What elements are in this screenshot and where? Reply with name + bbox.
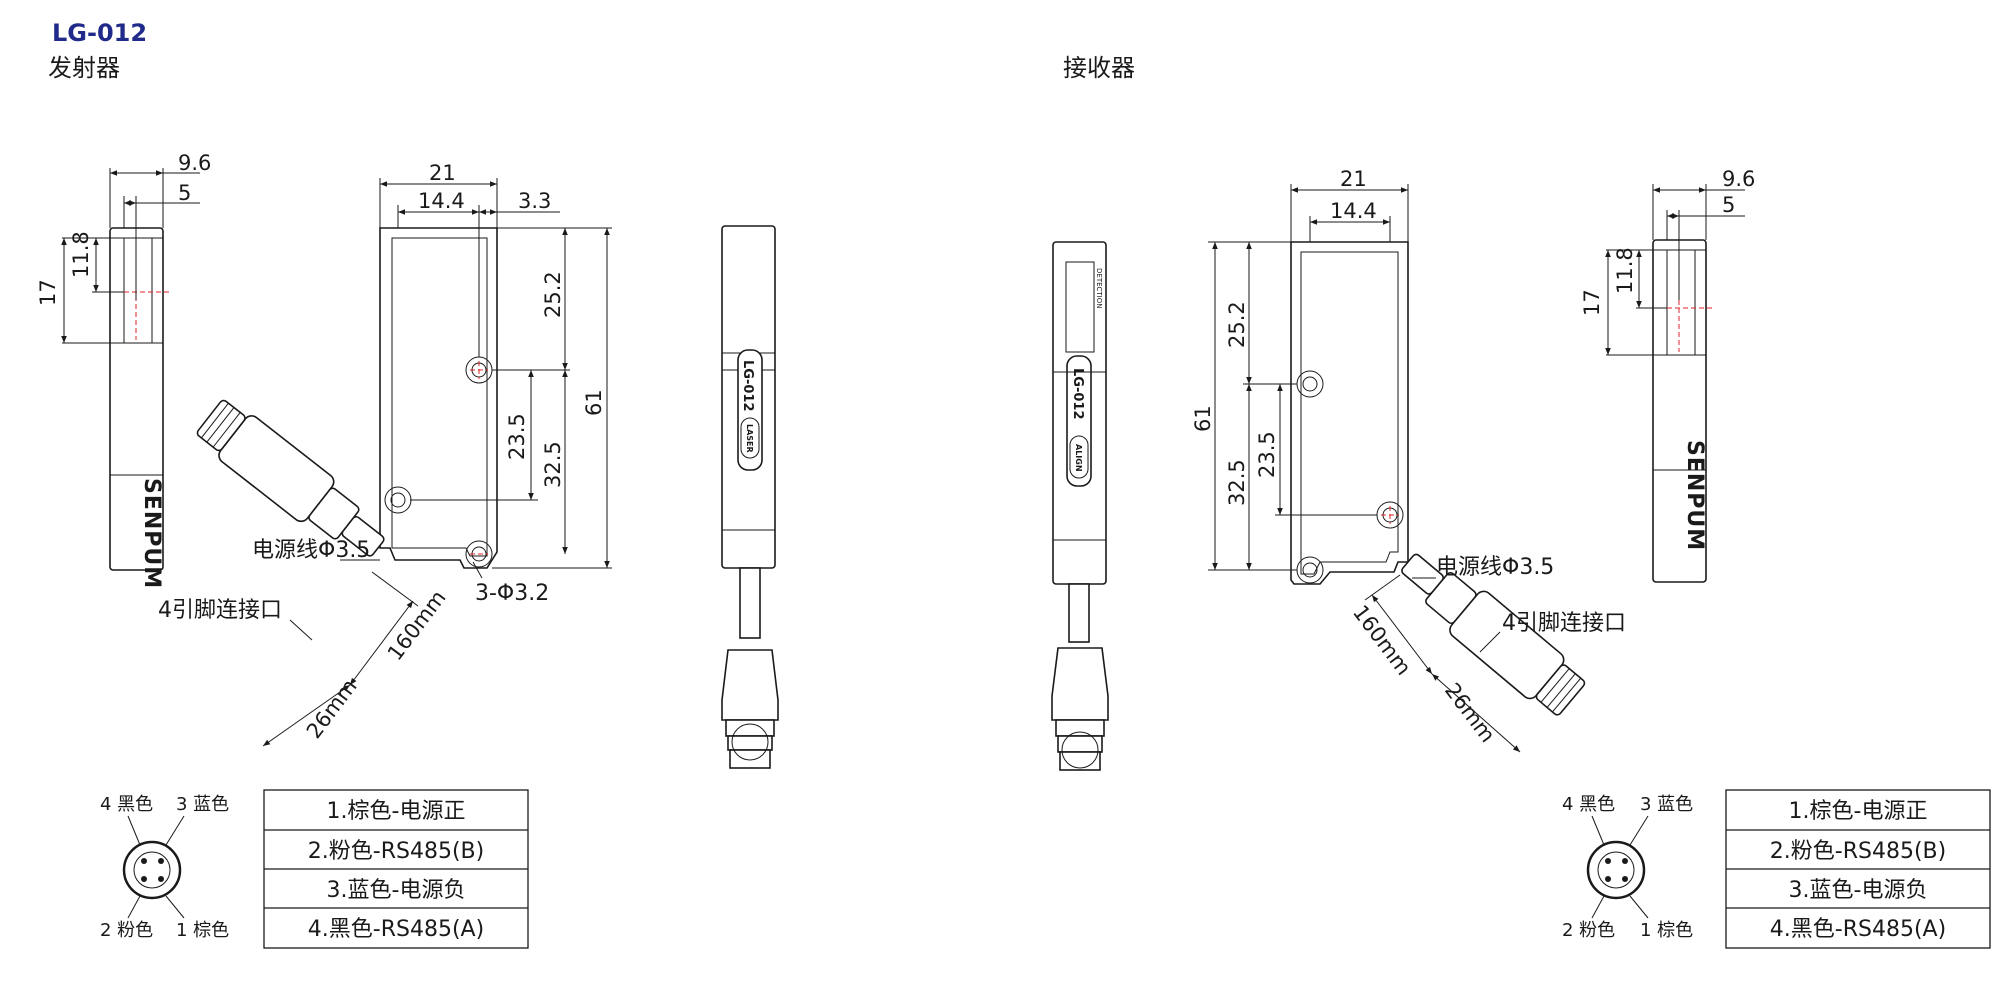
emitter-label: 发射器 bbox=[48, 54, 120, 82]
dim-side-offset: 5 bbox=[178, 181, 191, 205]
receiver-pin2-label: 2 粉色 bbox=[1562, 920, 1615, 941]
receiver-edge-view: DETECTION LG-012 ALIGN bbox=[1051, 241, 1109, 771]
dim-connector-length: 26mm bbox=[302, 675, 362, 743]
receiver-pinout: 4 黑色 3 蓝色 2 粉色 1 棕色 bbox=[1562, 794, 1693, 941]
receiver-wiring-row-1: 1.棕色-电源正 bbox=[1789, 799, 1928, 824]
pin2-label: 2 粉色 bbox=[100, 920, 153, 941]
receiver-pin3-label: 3 蓝色 bbox=[1640, 794, 1693, 815]
receiver-wiring-table: 1.棕色-电源正 2.粉色-RS485(B) 3.蓝色-电源负 4.黑色-RS4… bbox=[1725, 789, 1991, 949]
emitter-wiring-table: 1.棕色-电源正 2.粉色-RS485(B) 3.蓝色-电源负 4.黑色-RS4… bbox=[263, 789, 529, 949]
receiver-dim-side-offset: 5 bbox=[1722, 193, 1735, 217]
receiver-callout-power-cable: 电源线Φ3.5 bbox=[1436, 555, 1554, 580]
dim-cable-length: 160mm bbox=[383, 586, 451, 665]
emitter-pinout: 4 黑色 3 蓝色 2 粉色 1 棕色 bbox=[100, 794, 229, 941]
model-title: LG-012 bbox=[52, 19, 147, 47]
receiver-pin4-label: 4 黑色 bbox=[1562, 794, 1615, 815]
receiver-pin1-label: 1 棕色 bbox=[1640, 920, 1693, 941]
receiver-dim-total: 61 bbox=[1191, 405, 1215, 432]
dim-side-height: 17 bbox=[36, 279, 60, 306]
receiver-front-view: 21 14.4 25.2 23.5 32.5 61 电源线Φ3.5 4引脚连接口 bbox=[1191, 167, 1626, 753]
receiver-dim-bottom: 32.5 bbox=[1225, 459, 1249, 506]
receiver-dim-side-height: 17 bbox=[1580, 289, 1604, 316]
receiver-wiring-row-2: 2.粉色-RS485(B) bbox=[1770, 839, 1946, 864]
receiver-dim-top: 25.2 bbox=[1225, 301, 1249, 348]
edge-model-mark: LG-012 bbox=[740, 360, 755, 412]
receiver-edge-model: LG-012 bbox=[1070, 368, 1085, 420]
edge-laser-mark: LASER bbox=[745, 424, 754, 453]
callout-connector: 4引脚连接口 bbox=[158, 598, 282, 623]
dim-front-mid: 23.5 bbox=[505, 413, 529, 460]
receiver-dim-side-width: 9.6 bbox=[1722, 167, 1755, 191]
detection-mark: DETECTION bbox=[1095, 268, 1103, 309]
wiring-row-3: 3.蓝色-电源负 bbox=[327, 878, 466, 903]
dim-side-window: 11.8 bbox=[69, 231, 93, 278]
dim-front-bottom: 32.5 bbox=[541, 441, 565, 488]
receiver-dim-mid: 23.5 bbox=[1255, 431, 1279, 478]
wiring-row-2: 2.粉色-RS485(B) bbox=[308, 839, 484, 864]
receiver-wiring-row-4: 4.黑色-RS485(A) bbox=[1770, 917, 1946, 942]
pin1-label: 1 棕色 bbox=[176, 920, 229, 941]
wiring-row-1: 1.棕色-电源正 bbox=[327, 799, 466, 824]
dim-front-edge: 3.3 bbox=[518, 189, 551, 213]
receiver-side-view: SENPUM 9.6 5 11.8 17 bbox=[1580, 167, 1755, 583]
callout-power-cable: 电源线Φ3.5 bbox=[252, 538, 370, 563]
dim-front-total: 61 bbox=[582, 389, 606, 416]
dim-front-width: 21 bbox=[429, 161, 456, 185]
callout-holes: 3-Φ3.2 bbox=[475, 581, 549, 606]
receiver-dim-width: 21 bbox=[1340, 167, 1367, 191]
receiver-dim-side-window: 11.8 bbox=[1613, 247, 1637, 294]
pin3-label: 3 蓝色 bbox=[176, 794, 229, 815]
wiring-row-4: 4.黑色-RS485(A) bbox=[308, 917, 484, 942]
receiver-brand-mark: SENPUM bbox=[1682, 440, 1707, 551]
receiver-label: 接收器 bbox=[1063, 54, 1135, 82]
side-brand-mark: SENPUM bbox=[139, 478, 164, 589]
emitter-front-view: 21 14.4 3.3 25.2 23.5 32.5 61 电源线Φ3.5 bbox=[158, 161, 612, 747]
receiver-wiring-row-3: 3.蓝色-电源负 bbox=[1789, 878, 1928, 903]
pin4-label: 4 黑色 bbox=[100, 794, 153, 815]
dim-front-top: 25.2 bbox=[541, 271, 565, 318]
dim-side-width: 9.6 bbox=[178, 151, 211, 175]
emitter-side-view: SENPUM 9.6 5 11.8 17 bbox=[36, 151, 211, 589]
receiver-dim-connector: 26mm bbox=[1440, 679, 1500, 747]
dim-front-inner: 14.4 bbox=[418, 189, 465, 213]
emitter-edge-view: LG-012 LASER bbox=[721, 225, 779, 769]
align-mark: ALIGN bbox=[1074, 444, 1083, 472]
receiver-callout-connector: 4引脚连接口 bbox=[1502, 611, 1626, 636]
receiver-dim-inner: 14.4 bbox=[1330, 199, 1377, 223]
